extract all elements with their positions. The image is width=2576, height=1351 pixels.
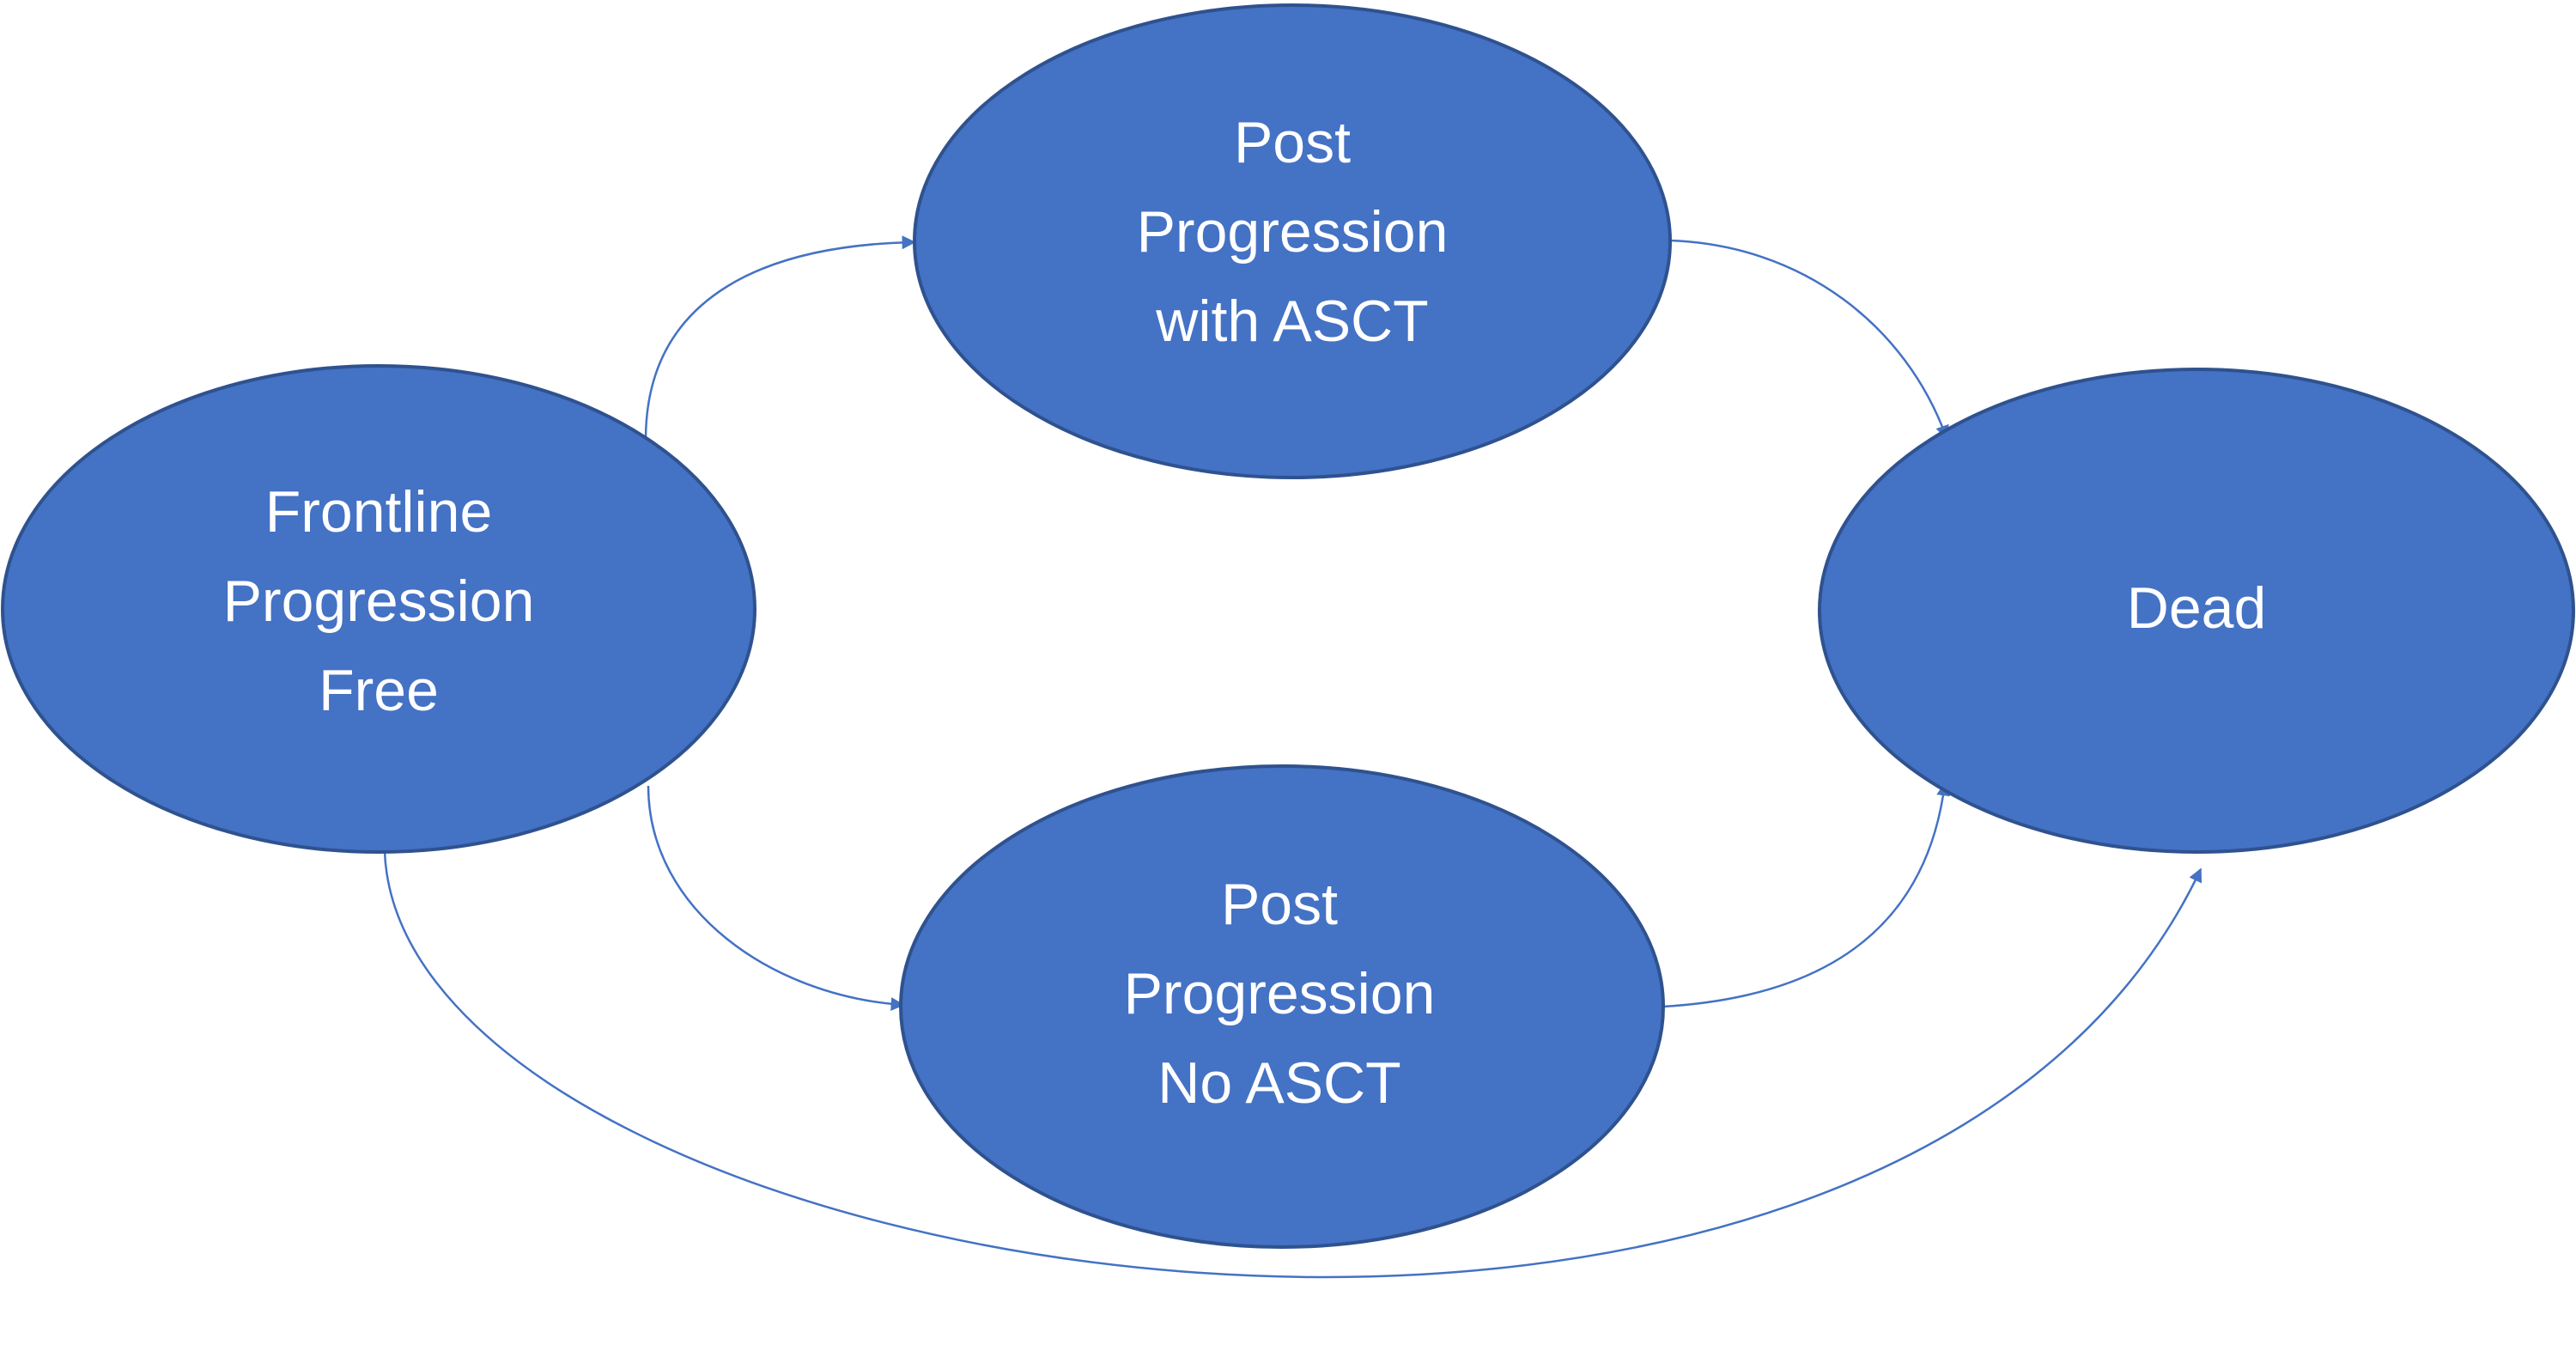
state-dead-label: Dead <box>2127 575 2267 641</box>
state-post-asct-label-line-1: Post <box>1234 110 1351 175</box>
state-frontline-label-line-1: Frontline <box>265 479 493 545</box>
state-post-asct-ellipse <box>913 3 1672 479</box>
state-dead: Dead <box>1818 368 2575 854</box>
state-dead-ellipse <box>1818 368 2575 854</box>
state-frontline-progression-free: Frontline Progression Free <box>1 364 756 854</box>
state-frontline-label-line-2: Progression <box>223 569 535 634</box>
arrow-frontline-to-post-no-asct <box>647 785 905 1012</box>
state-post-no-asct-label-line-1: Post <box>1221 872 1338 937</box>
state-post-progression-no-asct: Post Progression No ASCT <box>899 764 1665 1249</box>
arrow-post-no-asct-to-dead <box>1662 782 1951 1008</box>
state-post-asct-label-line-3: with ASCT <box>1155 289 1428 354</box>
state-frontline-ellipse <box>1 364 756 854</box>
state-post-no-asct-ellipse <box>899 764 1665 1249</box>
state-post-no-asct-label-line-3: No ASCT <box>1157 1050 1400 1116</box>
state-post-no-asct-label-line-2: Progression <box>1124 961 1436 1026</box>
arrow-frontline-to-post-asct <box>644 235 916 441</box>
arrow-post-asct-to-dead <box>1668 239 1949 440</box>
state-post-asct-label-line-2: Progression <box>1137 199 1449 265</box>
state-frontline-label-line-3: Free <box>319 658 439 723</box>
transitions-group <box>383 235 2202 1279</box>
arrow-frontline-to-dead <box>383 851 2202 1279</box>
state-post-progression-with-asct: Post Progression with ASCT <box>913 3 1672 479</box>
